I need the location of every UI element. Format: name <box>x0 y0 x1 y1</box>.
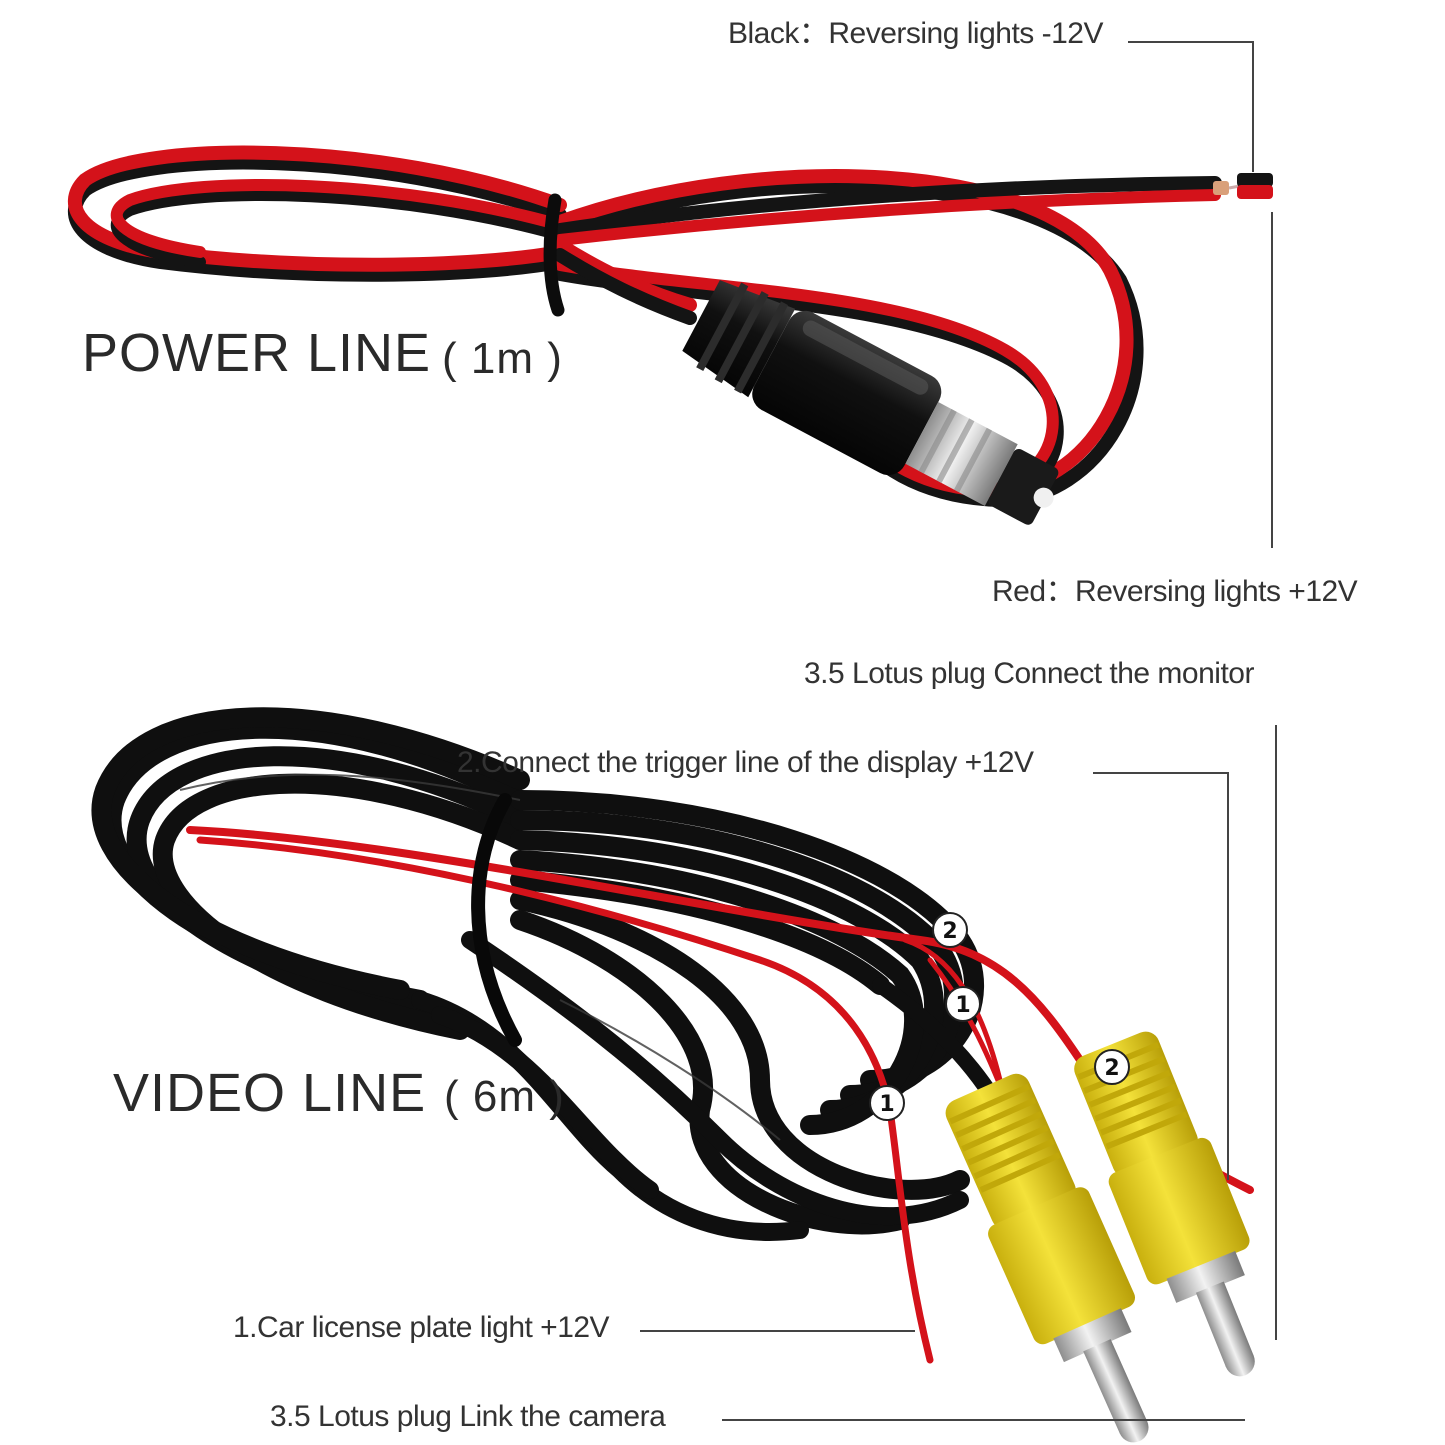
label-video-line: VIDEO LINE <box>113 1063 427 1123</box>
leader-black-wire <box>1128 41 1254 172</box>
label-plate-light: 1.Car license plate light +12V <box>233 1311 610 1344</box>
dc-power-plug <box>682 280 1059 525</box>
label-lotus-camera: 3.5 Lotus plug Link the camera <box>270 1400 666 1433</box>
svg-text:2: 2 <box>1104 1056 1119 1081</box>
svg-text:2: 2 <box>942 919 957 944</box>
badge-one-lower: 1 <box>869 1085 905 1121</box>
video-cable-tie <box>471 793 522 1047</box>
power-wire-tip <box>1213 173 1273 199</box>
badge-one-upper: 1 <box>945 986 981 1022</box>
label-video-line-length: ( 6m ) <box>444 1072 565 1121</box>
power-cable <box>68 145 1222 508</box>
label-black-wire: Black：Reversing lights -12V <box>728 17 1104 50</box>
leader-trigger-line <box>1093 772 1229 1180</box>
badge-two-upper: 2 <box>932 912 968 948</box>
badge-two-lower: 2 <box>1094 1049 1130 1085</box>
label-trigger-line: 2.Connect the trigger line of the displa… <box>457 746 1034 779</box>
label-power-line-length: ( 1m ) <box>442 334 563 383</box>
power-cable-tie <box>543 193 565 317</box>
video-cable-coil <box>91 707 1028 1241</box>
svg-text:1: 1 <box>955 993 970 1018</box>
leader-lines <box>640 41 1277 1421</box>
svg-text:1: 1 <box>879 1092 894 1117</box>
label-lotus-monitor: 3.5 Lotus plug Connect the monitor <box>804 657 1254 690</box>
label-power-line: POWER LINE <box>82 323 432 383</box>
rca-plug-camera <box>945 1073 1149 1443</box>
label-red-wire: Red：Reversing lights +12V <box>992 575 1358 608</box>
